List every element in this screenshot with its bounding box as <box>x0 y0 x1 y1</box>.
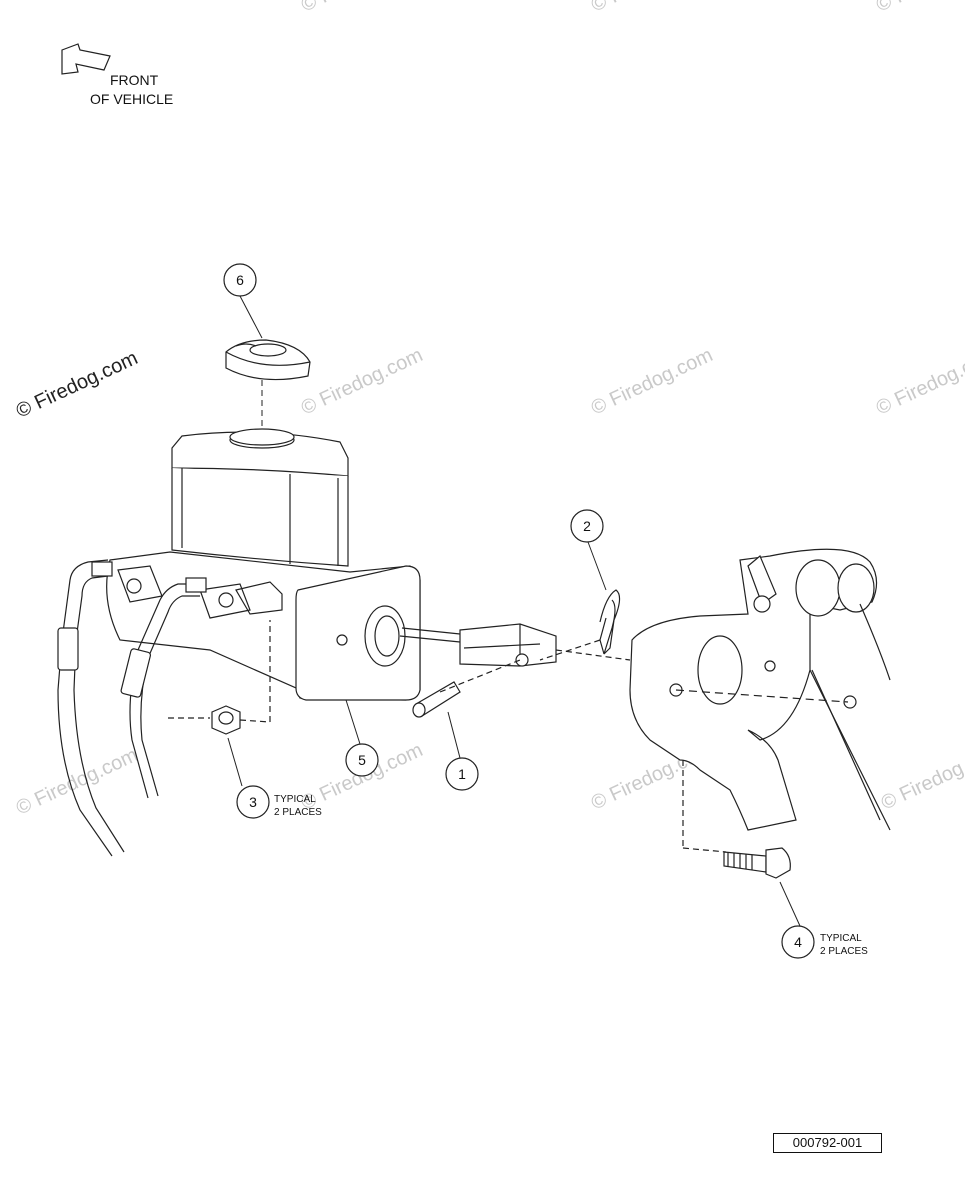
watermark: © Firedog.com <box>298 344 426 419</box>
leader-line <box>239 295 263 339</box>
brake-lines <box>57 559 207 857</box>
master-cylinder <box>106 428 421 701</box>
watermark: © Firedog.com <box>588 0 716 17</box>
callout-4: 4 TYPICAL 2 PLACES <box>781 925 868 959</box>
callout-note: TYPICAL <box>820 933 862 944</box>
callout-note: TYPICAL <box>274 794 316 805</box>
watermark: © Firedog.com <box>298 0 426 17</box>
watermark: © Firedog.com <box>878 739 965 814</box>
callout-6: 6 <box>223 263 257 297</box>
callout-number: 6 <box>236 272 244 288</box>
flange-bolt <box>682 760 791 879</box>
watermark-primary: © Firedog.com <box>13 347 141 422</box>
reservoir-cap <box>225 339 311 381</box>
watermark: © Firedog.com <box>13 744 141 819</box>
arrow-outline-icon <box>61 43 111 75</box>
watermarks: © Firedog.com © Firedog.com © Firedog.co… <box>13 0 965 820</box>
callout-number: 1 <box>458 766 466 782</box>
callout-3: 3 TYPICAL 2 PLACES <box>236 785 322 819</box>
watermark: © Firedog.com <box>588 344 716 419</box>
part-number-label: 000792-001 <box>773 1133 882 1153</box>
callout-leaders <box>227 541 801 927</box>
push-rod-assembly <box>399 623 631 718</box>
watermark: © Firedog.com <box>873 0 965 17</box>
callout-2: 2 <box>570 509 604 543</box>
vehicle-label: OF VEHICLE <box>90 91 173 107</box>
watermark: © Firedog.com <box>873 344 965 419</box>
callout-1: 1 <box>445 757 479 791</box>
pedal-bracket <box>629 548 891 831</box>
callout-5: 5 <box>345 743 379 777</box>
callout-number: 3 <box>249 794 257 810</box>
hairpin-clip <box>539 589 621 661</box>
callout-note: 2 PLACES <box>820 946 868 957</box>
flange-nut <box>168 620 271 735</box>
front-label: FRONT <box>110 72 159 88</box>
callout-number: 5 <box>358 752 366 768</box>
callout-number: 4 <box>794 934 802 950</box>
callout-note: 2 PLACES <box>274 807 322 818</box>
front-of-vehicle-indicator: FRONT OF VEHICLE <box>61 43 173 107</box>
callout-number: 2 <box>583 518 591 534</box>
